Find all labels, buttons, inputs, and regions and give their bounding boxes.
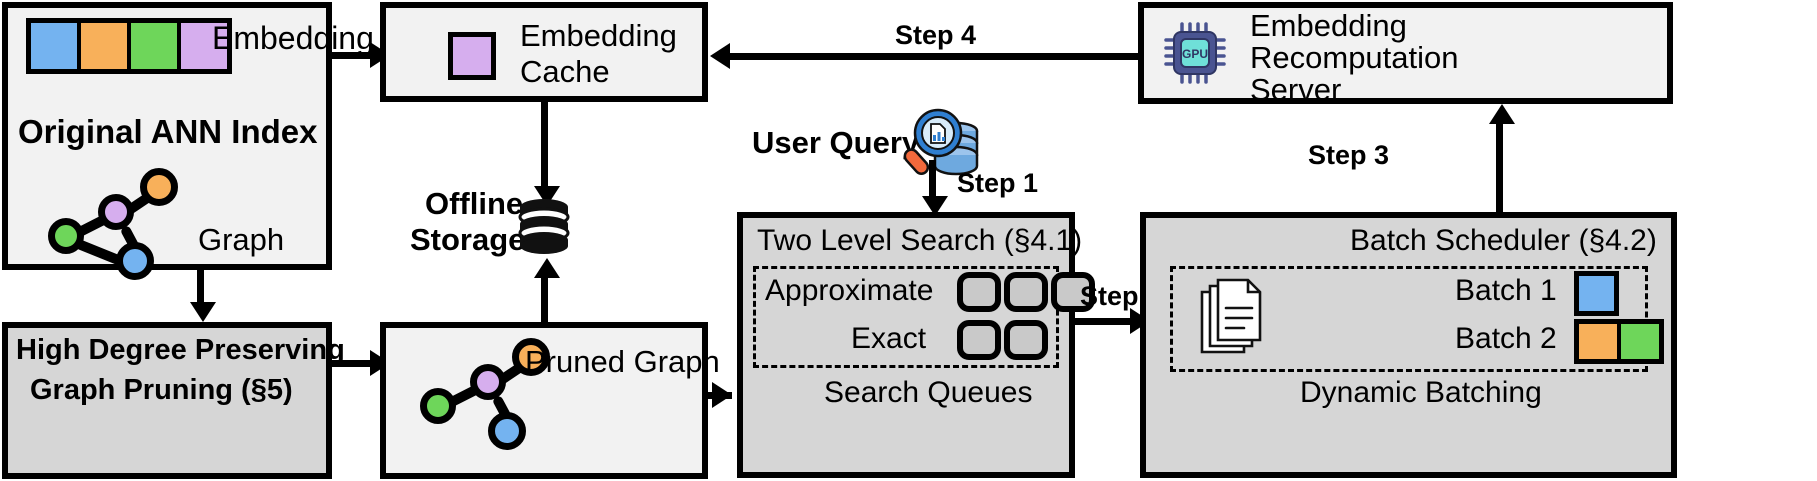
step1-arrow-shaft bbox=[929, 160, 936, 202]
original-graph-glyph bbox=[40, 166, 178, 280]
exact-row-label: Exact bbox=[851, 322, 927, 355]
pruned-graph-label: Pruned Graph bbox=[525, 344, 720, 379]
embedding-cache-label-line1: Embedding bbox=[520, 18, 677, 53]
arrow-step3-head bbox=[1489, 104, 1515, 124]
original-ann-index-title: Original ANN Index bbox=[18, 113, 318, 150]
embedding-cell-blue bbox=[31, 23, 81, 69]
database-icon bbox=[518, 198, 570, 254]
graph-node-blue bbox=[116, 242, 154, 280]
arrow-pruned-to-storage-shaft bbox=[541, 274, 548, 324]
step3-arrow-shaft bbox=[1496, 122, 1503, 214]
server-label-line1: Embedding bbox=[1250, 8, 1407, 43]
embedding-recomputation-server-panel bbox=[1138, 2, 1673, 104]
high-degree-pruning-label-line2: Graph Pruning (§5) bbox=[30, 374, 293, 406]
embedding-cache-swatch bbox=[448, 32, 496, 80]
arrow-index-to-pruning-shaft bbox=[197, 270, 204, 306]
step4-arrow-shaft bbox=[728, 53, 1140, 60]
offline-storage-label-line1: Offline bbox=[425, 186, 524, 221]
step4-label: Step 4 bbox=[895, 20, 977, 50]
server-label-line3: Server bbox=[1250, 72, 1342, 107]
arrow-pruned-to-search-head bbox=[712, 382, 732, 408]
embedding-label: Embedding bbox=[212, 20, 374, 56]
batch-scheduler-title: Batch Scheduler (§4.2) bbox=[1350, 224, 1657, 257]
step3-label: Step 3 bbox=[1308, 140, 1390, 170]
embedding-cell-green bbox=[131, 23, 181, 69]
arrow-pruned-to-storage-head bbox=[534, 258, 560, 278]
high-degree-pruning-label-line1: High Degree Preserving bbox=[16, 334, 345, 366]
batch-1-swatch-blue bbox=[1574, 271, 1619, 316]
search-queues-dashed-region bbox=[753, 266, 1059, 368]
step2-arrow-shaft bbox=[1075, 318, 1135, 325]
graph-label: Graph bbox=[198, 222, 285, 257]
pruned-node-orange bbox=[512, 338, 550, 376]
pruned-node-blue bbox=[488, 412, 526, 450]
batch-2-label: Batch 2 bbox=[1455, 322, 1557, 355]
batch-2-swatch-orange bbox=[1574, 319, 1619, 364]
approximate-queue-slot-2 bbox=[1004, 272, 1048, 312]
embedding-cell-purple bbox=[181, 23, 227, 69]
server-label-line2: Recomputation bbox=[1250, 40, 1459, 75]
user-query-icon bbox=[900, 104, 990, 184]
approximate-queue-slot-3 bbox=[1051, 272, 1095, 312]
graph-node-orange bbox=[140, 168, 178, 206]
step4-arrow-head bbox=[710, 43, 730, 69]
documents-icon bbox=[1196, 278, 1270, 360]
batch-1-label: Batch 1 bbox=[1455, 274, 1557, 307]
pruned-node-purple bbox=[470, 364, 506, 400]
batch-2-swatch-green bbox=[1619, 319, 1664, 364]
exact-queue-slot-2 bbox=[1004, 320, 1048, 360]
embedding-cell-orange bbox=[81, 23, 131, 69]
approximate-queue-slot-1 bbox=[957, 272, 1001, 312]
gpu-icon: GPU bbox=[1162, 20, 1228, 86]
arrow-pruning-to-pruned-shaft bbox=[332, 360, 374, 367]
step1-arrow-head bbox=[922, 196, 948, 216]
embedding-swatch-strip bbox=[26, 18, 232, 74]
arrow-cache-to-storage-shaft bbox=[541, 102, 548, 190]
approximate-row-label: Approximate bbox=[765, 274, 934, 307]
svg-text:GPU: GPU bbox=[1182, 47, 1208, 61]
pruned-graph-glyph bbox=[412, 336, 550, 450]
user-query-label: User Query bbox=[752, 125, 920, 160]
arrow-index-to-pruning-head bbox=[190, 302, 216, 322]
search-queues-footer: Search Queues bbox=[824, 376, 1033, 409]
high-degree-pruning-panel bbox=[2, 322, 332, 479]
graph-node-green bbox=[48, 218, 84, 254]
arrow-index-to-cache-shaft bbox=[332, 52, 374, 59]
graph-node-purple bbox=[98, 194, 134, 230]
two-level-search-title: Two Level Search (§4.1) bbox=[757, 224, 1083, 257]
pruned-node-green bbox=[420, 388, 456, 424]
step1-label: Step 1 bbox=[957, 168, 1039, 198]
exact-queue-slot-1 bbox=[957, 320, 1001, 360]
offline-storage-label-line2: Storage bbox=[410, 222, 526, 257]
embedding-cache-label-line2: Cache bbox=[520, 54, 610, 89]
embedding-cache-panel bbox=[380, 2, 708, 102]
dynamic-batching-footer: Dynamic Batching bbox=[1300, 376, 1542, 409]
